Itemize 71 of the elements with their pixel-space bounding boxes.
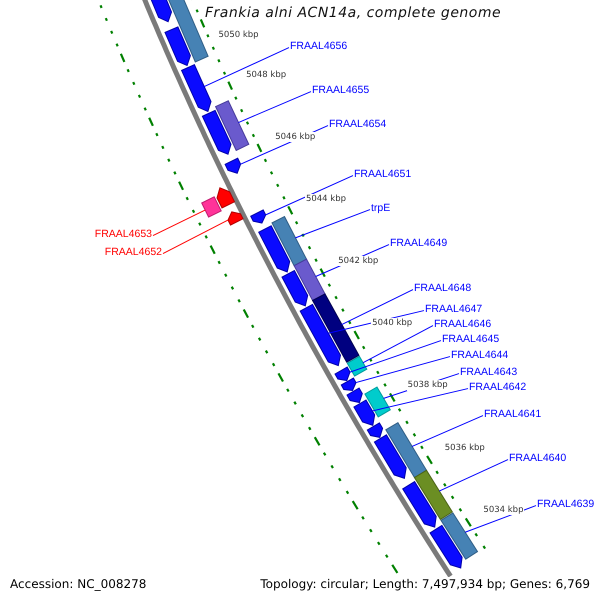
gene-feature <box>340 377 357 392</box>
scale-label: 5034 kbp <box>482 504 524 516</box>
gene-feature <box>300 304 342 366</box>
gene-feature <box>346 387 363 404</box>
gene-feature <box>353 399 376 426</box>
leader-line <box>355 356 450 384</box>
gene-block <box>201 196 222 218</box>
gene-label: FRAAL4654 <box>329 118 386 131</box>
leader-line <box>294 209 370 238</box>
gene-feature <box>429 524 463 569</box>
leader-line <box>162 220 228 254</box>
gene-feature <box>366 422 384 438</box>
gene-label: FRAAL4645 <box>442 333 500 346</box>
leader-line <box>412 415 484 447</box>
gene-feature <box>227 211 244 226</box>
leader-line <box>265 175 354 216</box>
gene-feature <box>334 366 351 382</box>
gene-label: FRAAL4653 <box>94 228 152 241</box>
gene-feature <box>374 434 407 479</box>
gene-label: FRAAL4644 <box>451 349 508 362</box>
leader-line <box>372 388 468 412</box>
scale-label: 5042 kbp <box>337 256 380 266</box>
scale-label: 5038 kbp <box>406 380 449 391</box>
gene-label: FRAAL4646 <box>434 318 492 331</box>
gene-label: FRAAL4652 <box>104 246 162 259</box>
gene-feature <box>281 270 308 306</box>
gene-block <box>312 293 360 363</box>
gene-block <box>440 512 478 560</box>
scale-label: 5050 kbp <box>218 30 260 40</box>
gene-label: FRAAL4651 <box>354 168 412 181</box>
gene-label: FRAAL4649 <box>390 237 448 250</box>
gene-label: FRAAL4655 <box>312 84 370 97</box>
genome-info-text: Topology: circular; Length: 7,497,934 bp; Genes: 6,769 <box>260 577 590 592</box>
scale-label: 5036 kbp <box>444 442 486 453</box>
leader-line <box>341 289 414 326</box>
leader-line <box>238 91 312 124</box>
gene-feature <box>216 187 236 209</box>
leader-line <box>152 210 206 236</box>
gene-block <box>293 258 326 302</box>
gene-label: FRAAL4656 <box>290 40 348 53</box>
scale-label: 5048 kbp <box>245 70 288 80</box>
gene-block <box>414 470 453 520</box>
scale-label: 5040 kbp <box>371 318 414 328</box>
gene-label: FRAAL4641 <box>484 408 542 421</box>
gene-label: FRAAL4643 <box>460 366 518 379</box>
gene-block <box>364 386 391 418</box>
gene-feature <box>164 26 191 66</box>
gene-feature <box>402 480 437 528</box>
gene-feature <box>202 110 232 155</box>
gene-block <box>271 216 308 266</box>
title: Frankia alni ACN14a, complete genome <box>205 5 502 22</box>
scale-label: 5046 kbp <box>274 132 316 142</box>
gene-feature <box>180 64 212 112</box>
gene-label: FRAAL4640 <box>509 452 566 465</box>
gene-block <box>214 100 250 152</box>
gene-label: FRAAL4642 <box>469 381 526 394</box>
leader-line <box>438 459 508 492</box>
gene-label: FRAAL4648 <box>414 282 472 295</box>
gene-block <box>346 356 368 377</box>
gene-feature <box>258 225 290 273</box>
leader-line <box>362 325 434 364</box>
accession-text: Accession: NC_008278 <box>10 577 146 592</box>
leader-line <box>350 340 442 373</box>
gene-label: FRAAL4647 <box>425 303 482 316</box>
leader-line <box>204 47 290 88</box>
gene-block <box>385 422 428 478</box>
gene-feature <box>250 209 266 224</box>
gene-feature <box>224 158 242 174</box>
scale-label: 5044 kbp <box>304 194 347 204</box>
gene-label: FRAAL4639 <box>537 498 594 511</box>
gene-label: trpE <box>371 202 390 215</box>
